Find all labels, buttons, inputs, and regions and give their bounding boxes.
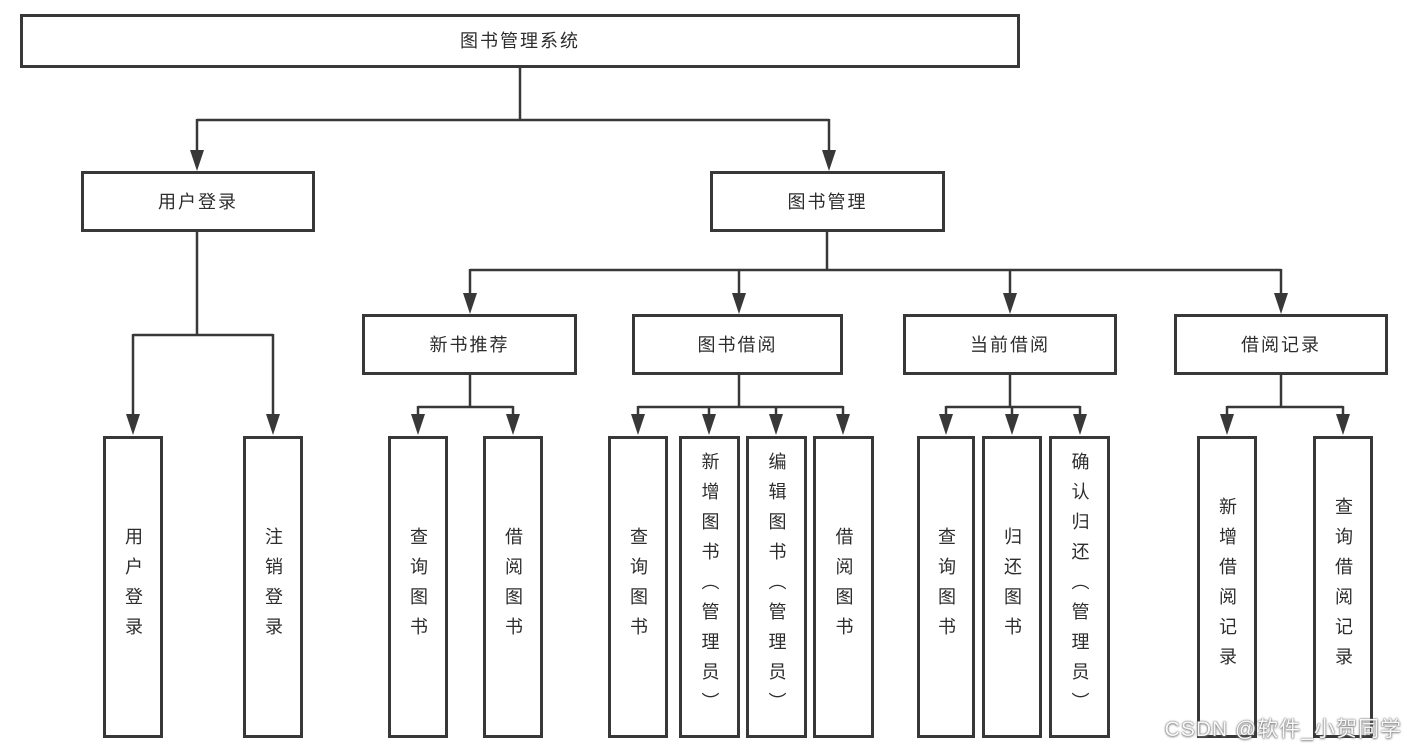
node-book-management: 图书管理 [710,171,945,232]
leaf-add-books-admin: 新增图书（管理员） [679,436,740,738]
watermark: CSDN @软件_小贺同学 [1164,718,1402,741]
leaf-query-books-borrowing: 查询图书 [608,436,668,738]
arrowheads [126,150,1350,435]
node-borrowing-records: 借阅记录 [1174,314,1388,375]
node-current-borrowing: 当前借阅 [903,314,1117,375]
leaf-confirm-return-admin: 确认归还（管理员） [1049,436,1110,738]
node-library-management-system: 图书管理系统 [20,14,1020,68]
leaf-query-books-current: 查询图书 [917,436,975,738]
leaf-add-borrow-record: 新增借阅记录 [1197,436,1257,738]
leaf-query-borrow-record: 查询借阅记录 [1313,436,1373,738]
leaf-query-books-recommend: 查询图书 [388,436,448,738]
leaf-edit-books-admin: 编辑图书（管理员） [746,436,807,738]
node-book-borrowing: 图书借阅 [632,314,843,375]
leaf-return-books: 归还图书 [982,436,1042,738]
leaf-logout: 注销登录 [243,436,303,738]
leaf-borrow-books: 借阅图书 [813,436,874,738]
node-new-book-recommend: 新书推荐 [362,314,577,375]
leaf-user-login: 用户登录 [103,436,163,738]
node-user-login: 用户登录 [81,171,315,232]
leaf-borrow-books-recommend: 借阅图书 [483,436,543,738]
